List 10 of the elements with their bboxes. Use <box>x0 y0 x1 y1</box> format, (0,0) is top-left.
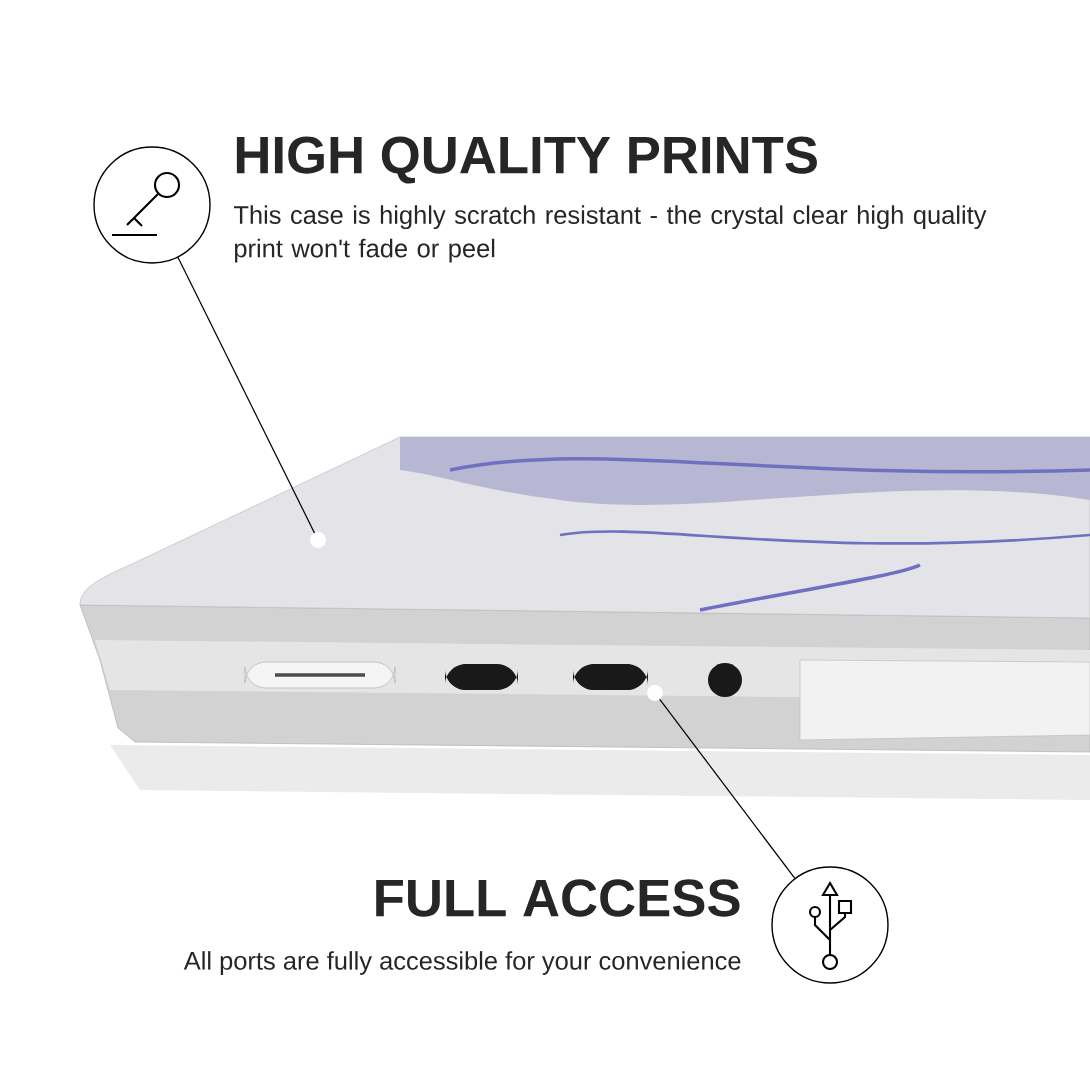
heading: HIGH QUALITY PRINTS <box>236 136 817 184</box>
leader-line <box>177 256 316 534</box>
leader-line <box>659 698 796 879</box>
marker-dot <box>647 685 663 701</box>
description: All ports are fully accessible for your convenience <box>183 951 741 975</box>
description: This case is highly scratch resistant - the crystal clear high quality print won't fade or peel <box>233 205 987 263</box>
key-icon <box>93 146 211 264</box>
usb-icon <box>771 866 889 984</box>
heading: FULL ACCESS <box>376 879 740 917</box>
marker-dot <box>310 532 326 548</box>
